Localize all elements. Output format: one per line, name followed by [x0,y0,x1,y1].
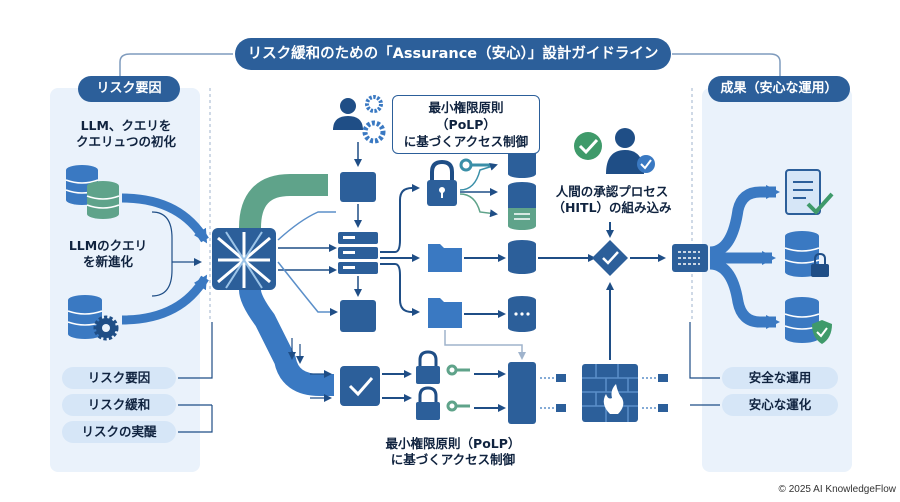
checkbox-icon [340,366,380,406]
square-block-icon [340,172,376,202]
lock-key-icon [416,386,470,420]
hitl-label: 人間の承認プロセス （HITL）の組み込み [552,184,672,215]
database-stack-icon [65,165,120,219]
document-check-icon [785,169,834,215]
dash-arrows-icon [642,374,668,412]
database-icon [508,148,536,178]
left-pill-risk-reality: リスクの実醍 [62,421,176,443]
server-icon [338,232,378,274]
lock-key-icon [427,158,490,206]
page-title: リスク緩和のための「Assurance（安心）」設計ガイドライン [235,38,671,70]
diamond-check-icon [592,240,628,276]
database-icon [508,240,536,274]
user-gear-icon [333,95,386,144]
arrow-cluster-icon [288,338,332,402]
left-label-mid: LLMのクエリ を新進化 [68,238,148,269]
firewall-icon [582,364,638,422]
folder-icon [428,244,462,272]
database-shield-icon [784,297,832,344]
lock-key-icon [416,350,470,384]
right-pill-secure-operation: 安心な運化 [722,394,838,416]
polp-top-label: 最小権限原則（PoLP） に基づくアクセス制御 [392,95,540,154]
database-icon [508,296,536,332]
copyright: © 2025 AI KnowledgeFlow [778,484,896,495]
database-lock-icon [784,231,829,277]
left-pill-risk-factor: リスク要因 [62,367,176,389]
user-check-icon [574,128,655,174]
right-panel-heading: 成果（安心な運用） [708,76,850,102]
distributor-icon [672,244,708,272]
database-gear-icon [67,295,119,341]
left-panel-heading: リスク要因 [78,76,180,102]
hub-knot-icon [212,228,276,290]
left-label-top: LLM、クエリを クエリュつの初化 [75,118,176,149]
block-icon [508,362,536,424]
right-pill-safe-operation: 安全な運用 [722,367,838,389]
square-block-icon [340,300,376,332]
polp-bottom-label: 最小権限原則（PoLP） に基づくアクセス制御 [385,436,521,467]
folder-icon [428,298,462,328]
database-list-icon [508,208,536,230]
left-pill-risk-mitigation: リスク緩和 [62,394,176,416]
dash-arrows-icon [540,374,566,412]
